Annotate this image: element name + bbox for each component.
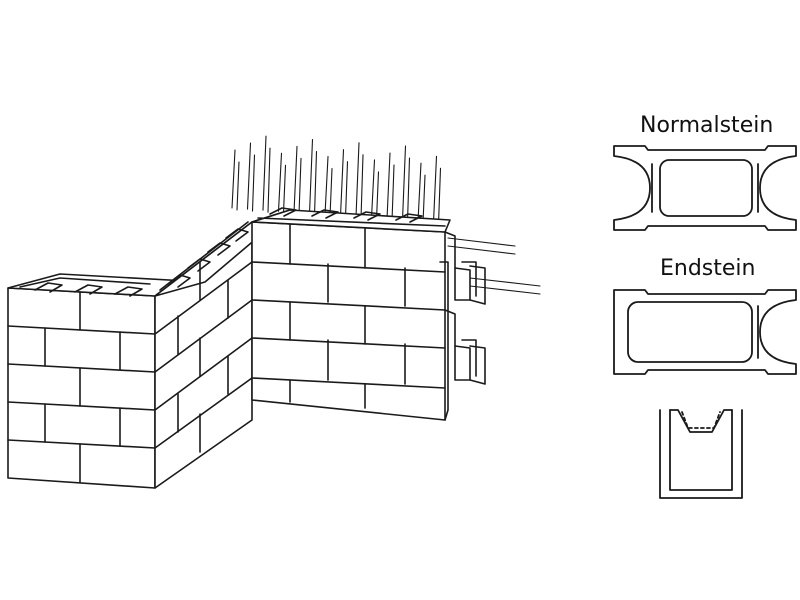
rebar bbox=[401, 145, 407, 221]
rebar bbox=[370, 159, 376, 219]
horizontal-rebars bbox=[447, 237, 541, 295]
rebar bbox=[406, 157, 411, 223]
rebar-group bbox=[231, 135, 442, 225]
rebar bbox=[308, 138, 314, 215]
rebar bbox=[360, 154, 364, 220]
rebar bbox=[417, 162, 422, 222]
rebar bbox=[386, 152, 391, 220]
normal-block-section bbox=[613, 145, 797, 231]
rebar bbox=[344, 161, 349, 219]
rebar bbox=[422, 174, 426, 224]
left-wall bbox=[7, 273, 206, 489]
rebar bbox=[267, 147, 271, 213]
rebar bbox=[355, 142, 360, 218]
rebar bbox=[432, 155, 438, 223]
rebar bbox=[329, 168, 333, 218]
rebar bbox=[313, 150, 318, 217]
rebar bbox=[262, 135, 267, 211]
rebar bbox=[251, 154, 256, 212]
block-cross-section bbox=[659, 409, 743, 499]
end-block-section bbox=[613, 289, 797, 375]
right-wall bbox=[251, 207, 486, 421]
end-block-label: Endstein bbox=[660, 256, 756, 281]
rebar bbox=[391, 164, 395, 222]
rebar bbox=[282, 164, 287, 214]
rebar bbox=[277, 152, 283, 212]
normal-block-label: Normalstein bbox=[640, 113, 774, 138]
rebar bbox=[236, 161, 240, 211]
rebar bbox=[324, 156, 329, 216]
rebar bbox=[375, 171, 380, 221]
rebar bbox=[293, 145, 298, 213]
rebar bbox=[246, 142, 252, 210]
rebar bbox=[298, 157, 302, 215]
rebar bbox=[231, 149, 236, 209]
rebar bbox=[339, 149, 345, 217]
rebar bbox=[437, 167, 442, 225]
